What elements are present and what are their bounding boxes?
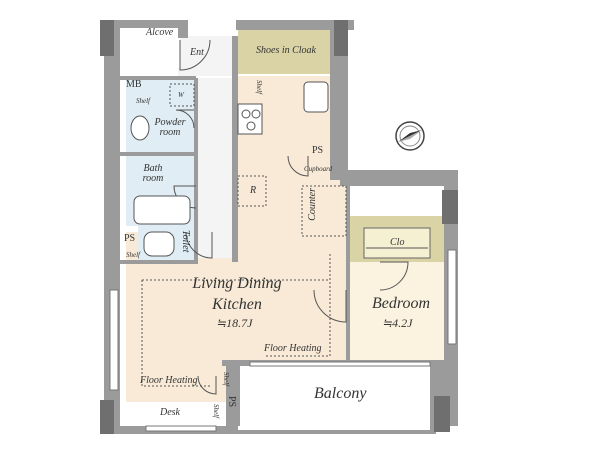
bathtub [133, 195, 191, 225]
floor-heating-outline [141, 252, 331, 387]
floor-heating-label-left: Floor Heating [140, 375, 198, 386]
windows [109, 249, 457, 432]
floor-heating-label-right: Floor Heating [264, 343, 322, 354]
washer-space [169, 83, 195, 107]
counter-outline [301, 185, 347, 237]
entrance-label: Ent [190, 47, 204, 58]
desk-floor [126, 404, 224, 426]
desk-label: Desk [160, 407, 180, 418]
toilet-fixture [143, 231, 175, 257]
ps-label-desk: PS [226, 396, 237, 408]
washer-label: W [178, 91, 184, 99]
ldk-label: Living Dining Kitchen [192, 275, 282, 313]
powder-room-label: Powder room [154, 117, 186, 138]
toilet-label: Toilet [180, 230, 191, 253]
shoes-cloak-label: Shoes in Cloak [256, 45, 316, 56]
closet-inner [363, 227, 431, 259]
shelf-label-ldk: Shelf [222, 372, 230, 386]
balcony-floor [240, 364, 436, 430]
bedroom-floor [348, 262, 450, 362]
closet-label: Clo [390, 237, 405, 248]
shelf-label-powder: Shelf [136, 97, 150, 105]
entrance-floor [178, 36, 236, 76]
bedroom-area: ≒4.2J [382, 316, 413, 330]
kitchen-fixtures [237, 81, 329, 135]
bath-room-label: Bath room [142, 163, 164, 184]
cupboard-label: Cupboard [304, 165, 333, 173]
alcove-label: Alcove [146, 27, 174, 38]
bedroom-label: Bedroom [372, 295, 431, 312]
basin [130, 115, 150, 141]
refrigerator-space [237, 175, 267, 207]
doors [173, 39, 409, 395]
ps-label-kitchen: PS [312, 145, 324, 156]
balcony-label: Balcony [314, 385, 367, 402]
refrigerator-label: R [250, 185, 257, 196]
north-compass-icon [395, 121, 425, 151]
shelf-label-kitchen: Shelf [255, 80, 263, 94]
ps-label-left: PS [124, 233, 136, 244]
counter-label: Counter [307, 188, 318, 221]
ldk-area: ≒18.7J [216, 316, 253, 330]
shelf-label-toilet: Shelf [126, 251, 140, 259]
shelf-label-desk: Shelf [212, 404, 220, 418]
hallway-floor [196, 78, 234, 258]
mb-label: MB [126, 79, 142, 90]
shoes-cloak-floor [238, 30, 332, 74]
wall-corners [100, 20, 458, 434]
alcove-floor [120, 28, 180, 68]
